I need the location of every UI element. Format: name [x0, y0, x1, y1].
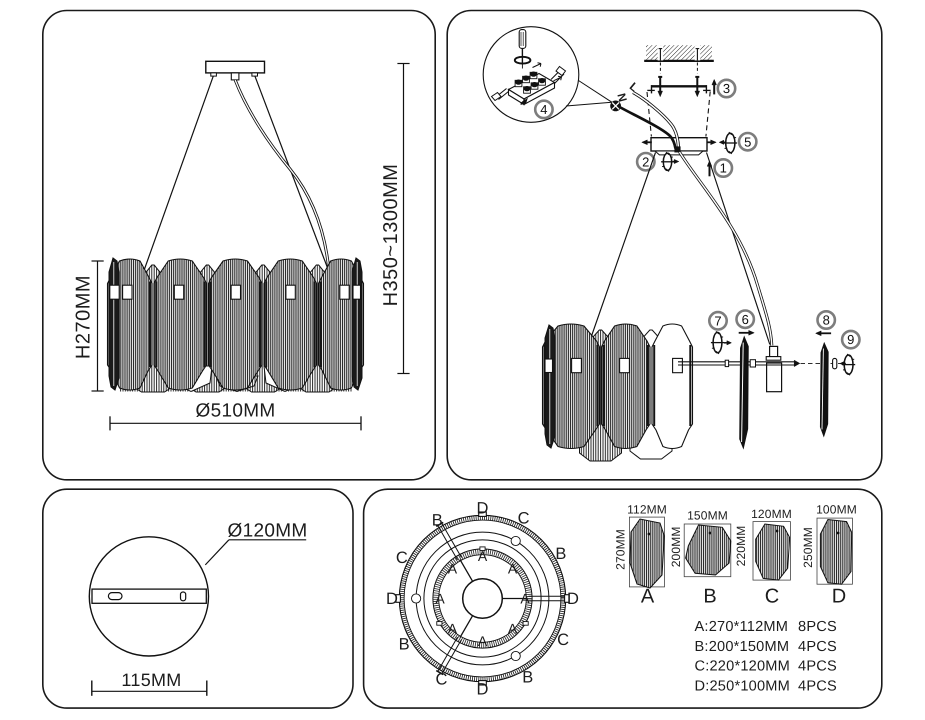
svg-text:112MM: 112MM: [627, 503, 667, 517]
svg-text:B: B: [522, 668, 533, 686]
svg-text:9: 9: [847, 332, 854, 347]
svg-text:5: 5: [744, 134, 751, 149]
svg-text:B: B: [555, 545, 566, 563]
svg-text:C: C: [435, 671, 447, 689]
svg-text:250MM: 250MM: [801, 527, 815, 568]
svg-text:8PCS: 8PCS: [798, 619, 837, 635]
svg-text:1: 1: [720, 161, 727, 176]
svg-text:B: B: [703, 586, 716, 608]
svg-text:A: A: [508, 621, 518, 637]
svg-text:B: B: [432, 512, 443, 530]
svg-text:200MM: 200MM: [669, 527, 683, 568]
svg-text:H270MM: H270MM: [73, 275, 95, 359]
svg-text:Ø510MM: Ø510MM: [196, 401, 276, 422]
svg-text:H350~1300MM: H350~1300MM: [380, 164, 402, 307]
svg-text:Ø120MM: Ø120MM: [228, 521, 308, 542]
svg-text:D: D: [386, 590, 398, 608]
svg-text:B:200*150MM: B:200*150MM: [695, 639, 790, 655]
svg-text:115MM: 115MM: [121, 670, 181, 690]
svg-text:A:270*112MM: A:270*112MM: [695, 619, 789, 635]
svg-text:3: 3: [723, 81, 730, 96]
svg-text:A: A: [478, 633, 488, 649]
svg-text:4PCS: 4PCS: [798, 639, 837, 655]
svg-text:150MM: 150MM: [687, 509, 728, 523]
svg-text:C:220*120MM: C:220*120MM: [695, 659, 791, 675]
svg-text:D: D: [477, 500, 489, 518]
svg-text:7: 7: [714, 313, 721, 328]
svg-text:B: B: [399, 635, 410, 653]
svg-text:D: D: [477, 681, 489, 699]
svg-text:A: A: [448, 560, 458, 576]
svg-text:A: A: [435, 591, 445, 607]
svg-text:D: D: [832, 586, 846, 608]
svg-text:D:250*100MM: D:250*100MM: [695, 678, 791, 694]
svg-text:8: 8: [823, 313, 830, 328]
svg-text:A: A: [448, 621, 458, 637]
svg-text:A: A: [478, 548, 488, 564]
svg-text:C: C: [396, 549, 408, 567]
svg-text:270MM: 270MM: [613, 529, 627, 570]
svg-text:4PCS: 4PCS: [798, 659, 837, 675]
svg-text:120MM: 120MM: [751, 507, 792, 521]
svg-text:A: A: [508, 560, 518, 576]
svg-text:4PCS: 4PCS: [798, 678, 837, 694]
svg-text:C: C: [765, 586, 779, 608]
svg-text:220MM: 220MM: [734, 526, 748, 567]
svg-text:2: 2: [642, 154, 649, 169]
svg-text:C: C: [518, 509, 530, 527]
svg-text:4: 4: [540, 102, 547, 117]
svg-text:100MM: 100MM: [816, 503, 857, 517]
svg-text:A: A: [520, 591, 530, 607]
svg-text:N: N: [614, 92, 628, 103]
svg-text:C: C: [557, 631, 569, 649]
svg-text:D: D: [567, 590, 579, 608]
svg-text:6: 6: [742, 312, 749, 327]
svg-text:A: A: [641, 586, 655, 608]
